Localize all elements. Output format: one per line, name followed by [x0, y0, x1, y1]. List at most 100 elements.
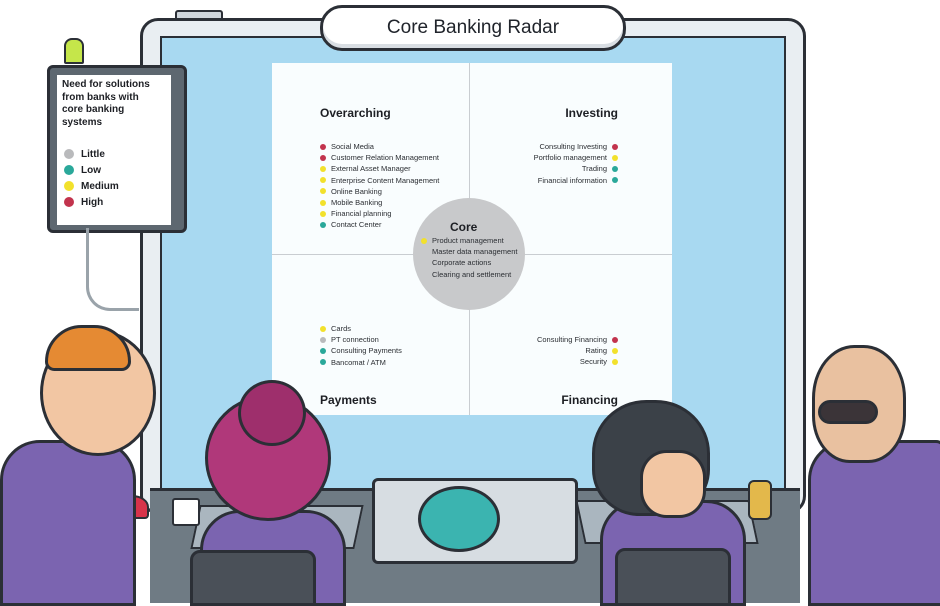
financing-item-label: Rating: [585, 346, 607, 356]
low-dot-icon: [320, 221, 326, 228]
low-dot-icon: [320, 347, 326, 354]
high-dot-icon: [612, 143, 618, 150]
legend-item: High: [64, 194, 119, 210]
investing-item-label: Financial information: [537, 175, 607, 185]
medium-dot-icon: [320, 177, 326, 184]
core-circle: [413, 198, 525, 310]
no-dot: [421, 249, 427, 255]
payments-item: Consulting Payments: [320, 345, 402, 356]
core-item-label: Product management: [432, 236, 504, 245]
low-dot-icon: [612, 177, 618, 184]
overarching-item-label: Customer Relation Management: [331, 153, 439, 163]
core-item-label: Corporate actions: [432, 258, 492, 268]
chair-right: [615, 548, 731, 606]
overarching-item: Mobile Banking: [320, 197, 439, 208]
legend-dot-icon: [64, 149, 74, 159]
medium-dot-icon: [320, 188, 326, 195]
legend-heading: Need for solutions from banks with core …: [62, 79, 150, 128]
high-dot-icon: [320, 154, 326, 161]
quadrant-title-payments: Payments: [320, 393, 377, 407]
investing-item: Portfolio management: [534, 152, 618, 163]
legend-dot-icon: [64, 181, 74, 191]
legend-lamp-icon: [64, 38, 84, 64]
overarching-item-label: Enterprise Content Management: [331, 175, 440, 185]
financing-item: Security: [537, 356, 618, 367]
payments-item-label: PT connection: [331, 335, 379, 345]
person-left-hair: [45, 325, 131, 371]
person-right-mustache: [818, 400, 878, 424]
overarching-item: Online Banking: [320, 186, 439, 197]
legend-item-label: Low: [81, 164, 101, 176]
core-item: Clearing and settlement: [421, 269, 517, 280]
payments-item-label: Cards: [331, 324, 352, 333]
overarching-item-label: Financial planning: [331, 209, 392, 219]
chair-left: [190, 550, 316, 606]
overarching-item-label: Contact Center: [331, 220, 382, 230]
legend-item-label: High: [81, 196, 104, 208]
quadrant-title-investing: Investing: [565, 106, 618, 120]
investing-item: Financial information: [534, 175, 618, 186]
core-item-label: Master data management: [432, 247, 518, 257]
financing-item-label: Consulting Financing: [536, 335, 607, 344]
legend-cable: [86, 228, 139, 311]
medium-dot-icon: [612, 358, 618, 365]
no-dot: [421, 260, 427, 266]
medium-dot-icon: [320, 325, 326, 332]
radar-scope-icon: [418, 486, 500, 552]
overarching-item: Contact Center: [320, 219, 439, 230]
high-dot-icon: [320, 143, 326, 150]
medium-dot-icon: [421, 237, 427, 244]
screen-title: Core Banking Radar: [386, 17, 560, 38]
investing-item-label: Trading: [581, 164, 607, 174]
legend-dot-icon: [64, 197, 74, 207]
core-item: Product management: [421, 235, 517, 246]
financing-item: Consulting Financing: [537, 334, 618, 345]
overarching-item-label: Mobile Banking: [331, 197, 383, 207]
overarching-item: Customer Relation Management: [320, 152, 439, 163]
investing-item: Trading: [534, 163, 618, 174]
investing-item: Consulting Investing: [534, 141, 618, 152]
medium-dot-icon: [320, 165, 326, 172]
core-item: Master data management: [421, 246, 517, 257]
medium-dot-icon: [320, 210, 326, 217]
overarching-item-label: Online Banking: [331, 186, 382, 196]
medium-dot-icon: [612, 347, 618, 354]
medium-dot-icon: [612, 154, 618, 161]
legend-item: Low: [64, 162, 119, 178]
overarching-item-label: Social Media: [331, 142, 374, 151]
overarching-item: Financial planning: [320, 208, 439, 219]
coffee-mug-icon: [172, 498, 200, 526]
payments-item: Bancomat / ATM: [320, 357, 402, 368]
legend-dot-icon: [64, 165, 74, 175]
overarching-item-label: External Asset Manager: [331, 164, 411, 174]
medium-dot-icon: [320, 199, 326, 206]
person-center-right-face: [640, 450, 706, 518]
overarching-item: Social Media: [320, 141, 439, 152]
financing-item-label: Security: [579, 357, 607, 367]
person-right-body: [808, 440, 940, 606]
little-dot-icon: [320, 336, 326, 343]
quadrant-title-overarching: Overarching: [320, 106, 391, 120]
core-item-label: Clearing and settlement: [432, 269, 512, 279]
legend-panel: [57, 75, 171, 225]
payments-item-label: Bancomat / ATM: [331, 357, 386, 367]
person-left-body: [0, 440, 136, 606]
legend-item-label: Little: [81, 148, 105, 160]
overarching-item: Enterprise Content Management: [320, 175, 439, 186]
payments-item: PT connection: [320, 334, 402, 345]
investing-item-label: Consulting Investing: [539, 142, 607, 151]
high-dot-icon: [612, 336, 618, 343]
quadrant-title-financing: Financing: [561, 393, 618, 407]
low-dot-icon: [612, 165, 618, 172]
title-plate: Core Banking Radar: [320, 5, 626, 51]
legend-item-label: Medium: [81, 180, 119, 192]
legend-item: Little: [64, 146, 119, 162]
person-center-left-hair-bun: [238, 380, 306, 446]
payments-item: Cards: [320, 323, 402, 334]
